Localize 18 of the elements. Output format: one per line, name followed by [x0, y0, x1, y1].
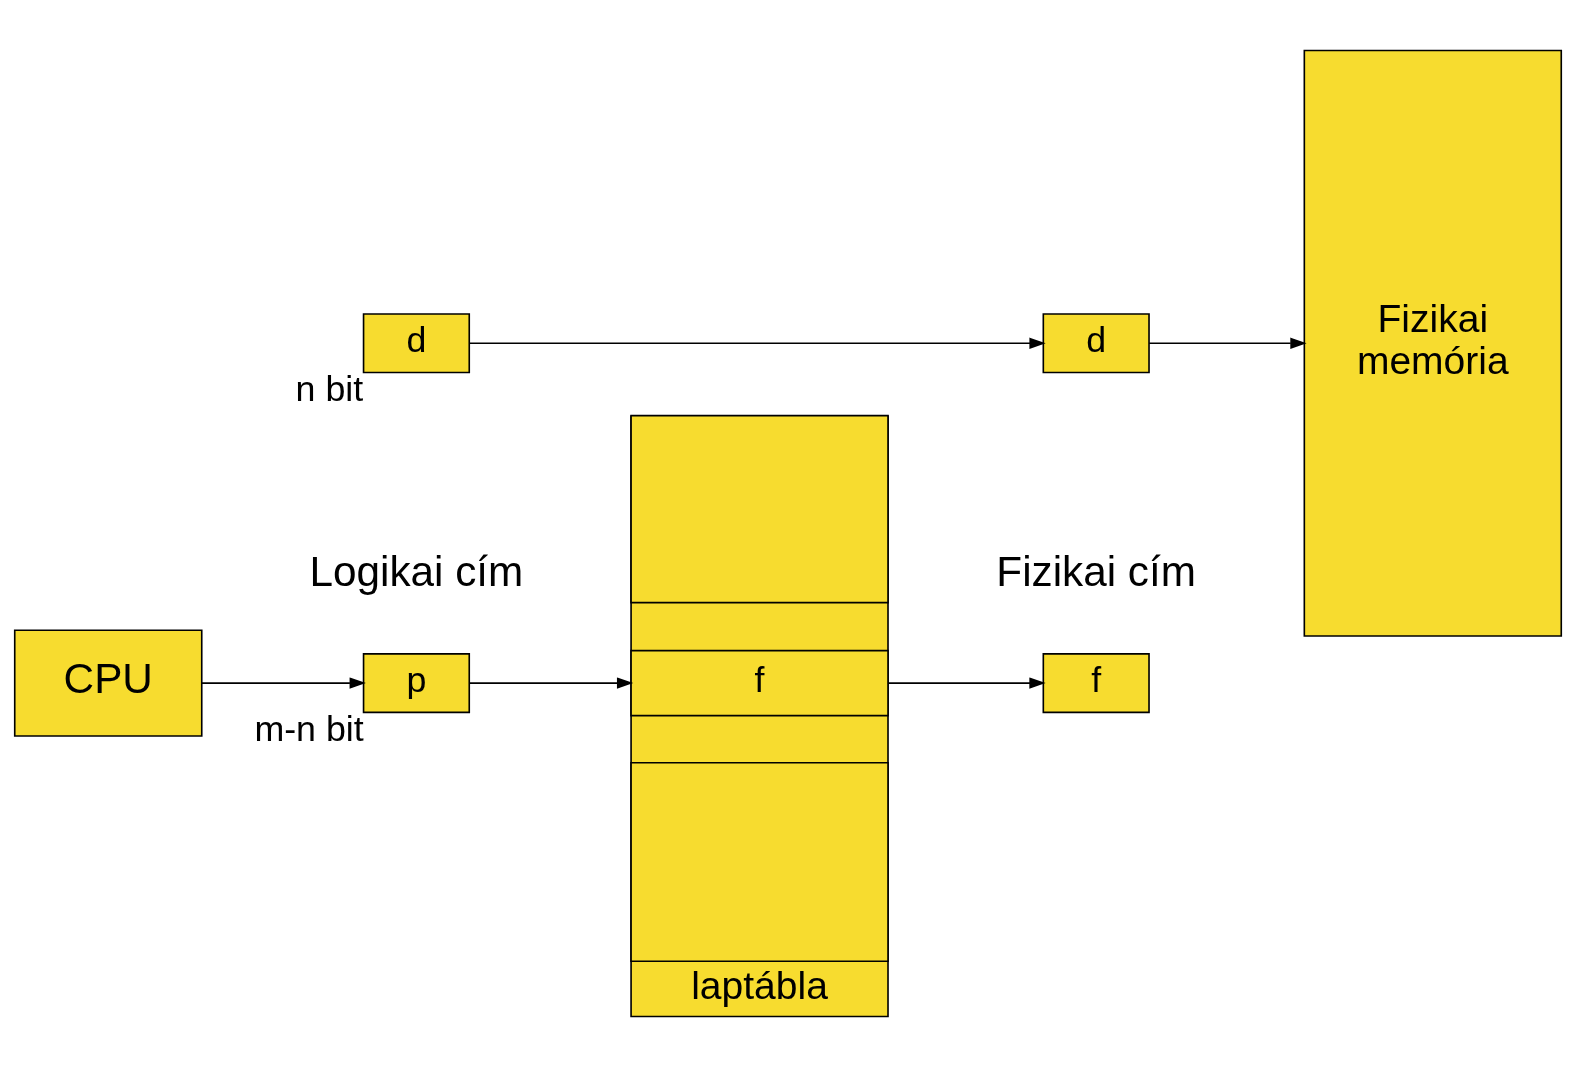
label: Fizikai cím	[996, 548, 1196, 596]
node-box: Fizikai memória	[1303, 49, 1563, 637]
node-box	[630, 761, 889, 962]
node-label: n bit	[295, 369, 364, 410]
node-box: CPU	[13, 629, 203, 737]
node-box: f	[630, 649, 889, 717]
arrow	[468, 677, 634, 689]
node-box: f	[1042, 653, 1150, 714]
node-box	[630, 414, 889, 604]
node-label: m-n bit	[254, 709, 364, 749]
arrow	[1148, 337, 1307, 349]
arrow	[468, 337, 1046, 349]
arrow	[200, 677, 366, 689]
arrow	[887, 677, 1046, 689]
node-box: d	[1042, 313, 1150, 374]
label: Logikai cím	[309, 548, 524, 596]
node-box: p	[362, 653, 471, 714]
node-box: d	[362, 313, 471, 374]
